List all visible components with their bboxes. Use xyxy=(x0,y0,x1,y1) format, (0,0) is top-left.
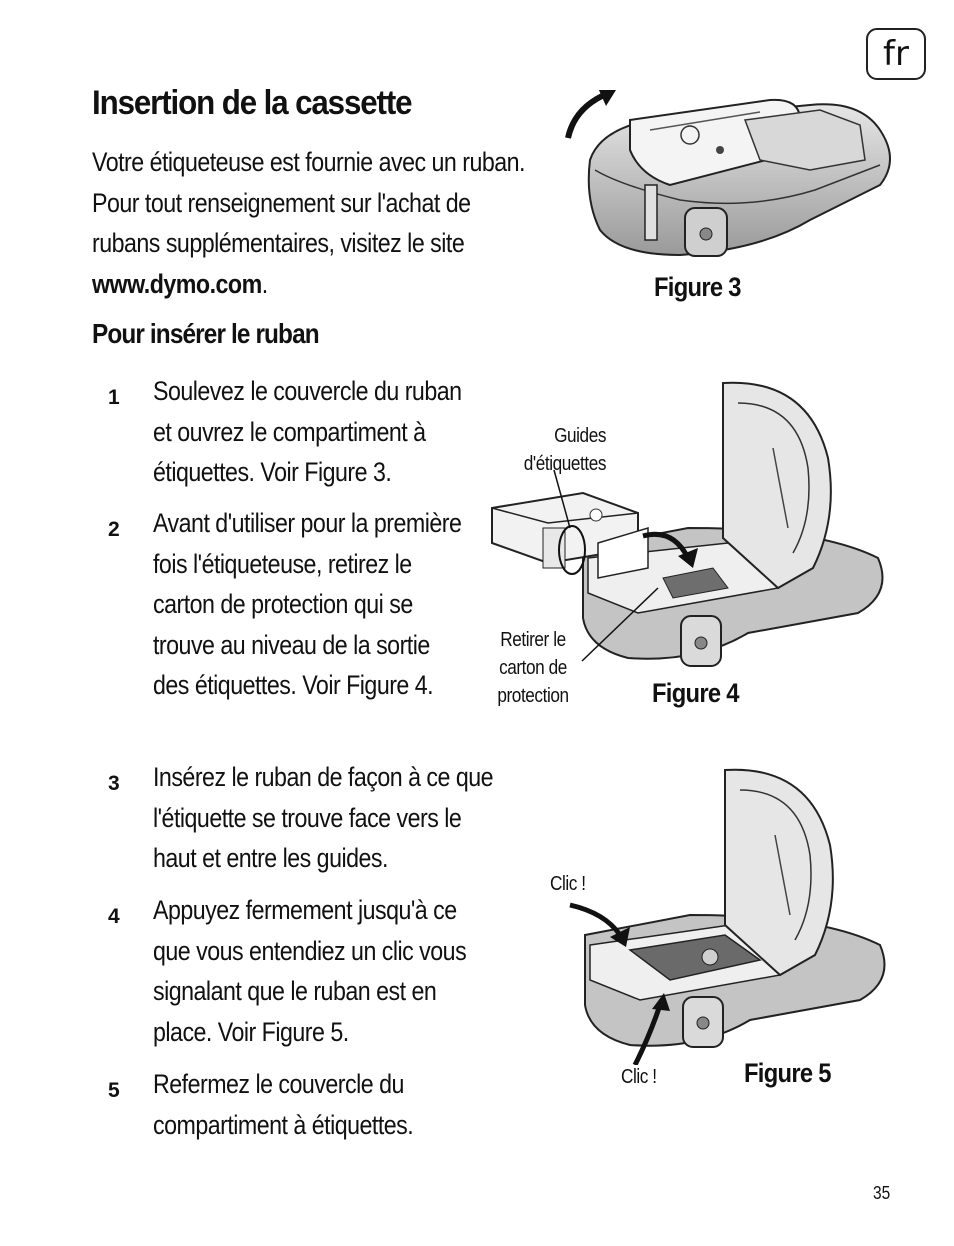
figure-5-label: Figure 5 xyxy=(744,1058,831,1088)
figure-5-illustration xyxy=(569,768,886,1065)
step-text: Avant d'utiliser pour la première fois l… xyxy=(153,508,462,700)
language-badge: fr xyxy=(866,28,926,80)
figure-3-label: Figure 3 xyxy=(654,272,741,302)
callout-label-guides: Guides d'étiquettes xyxy=(523,425,607,475)
page-title: Insertion de la cassette xyxy=(92,84,413,122)
step-number: 4 xyxy=(108,905,120,928)
intro-text: Votre étiqueteuse est fournie avec un ru… xyxy=(92,147,525,258)
figure-4-label: Figure 4 xyxy=(652,678,739,708)
step-number: 3 xyxy=(108,772,120,795)
step-text: Soulevez le couvercle du ruban et ouvrez… xyxy=(153,376,462,487)
page-number: 35 xyxy=(873,1183,891,1203)
figure-3-illustration xyxy=(565,90,891,257)
step-text: Insérez le ruban de façon à ce que l'éti… xyxy=(153,762,494,873)
intro-paragraph: Votre étiqueteuse est fournie avec un ru… xyxy=(92,142,539,304)
section-subheading: Pour insérer le ruban xyxy=(92,318,320,349)
callout-click-bottom: Clic ! xyxy=(621,1066,657,1088)
step-text: Appuyez fermement jusqu'à ce que vous en… xyxy=(153,895,467,1047)
intro-end: . xyxy=(261,268,268,299)
callout-click-top: Clic ! xyxy=(550,873,586,895)
step-number: 1 xyxy=(108,386,120,409)
callout-remove-protection: Retirer le carton de protection xyxy=(497,629,569,707)
step-text: Refermez le couvercle du compartiment à … xyxy=(153,1069,414,1140)
figure-4-illustration xyxy=(491,381,884,667)
step-number: 2 xyxy=(108,518,120,541)
step-number: 5 xyxy=(108,1079,120,1102)
dymo-url-link[interactable]: www.dymo.com xyxy=(92,268,262,299)
